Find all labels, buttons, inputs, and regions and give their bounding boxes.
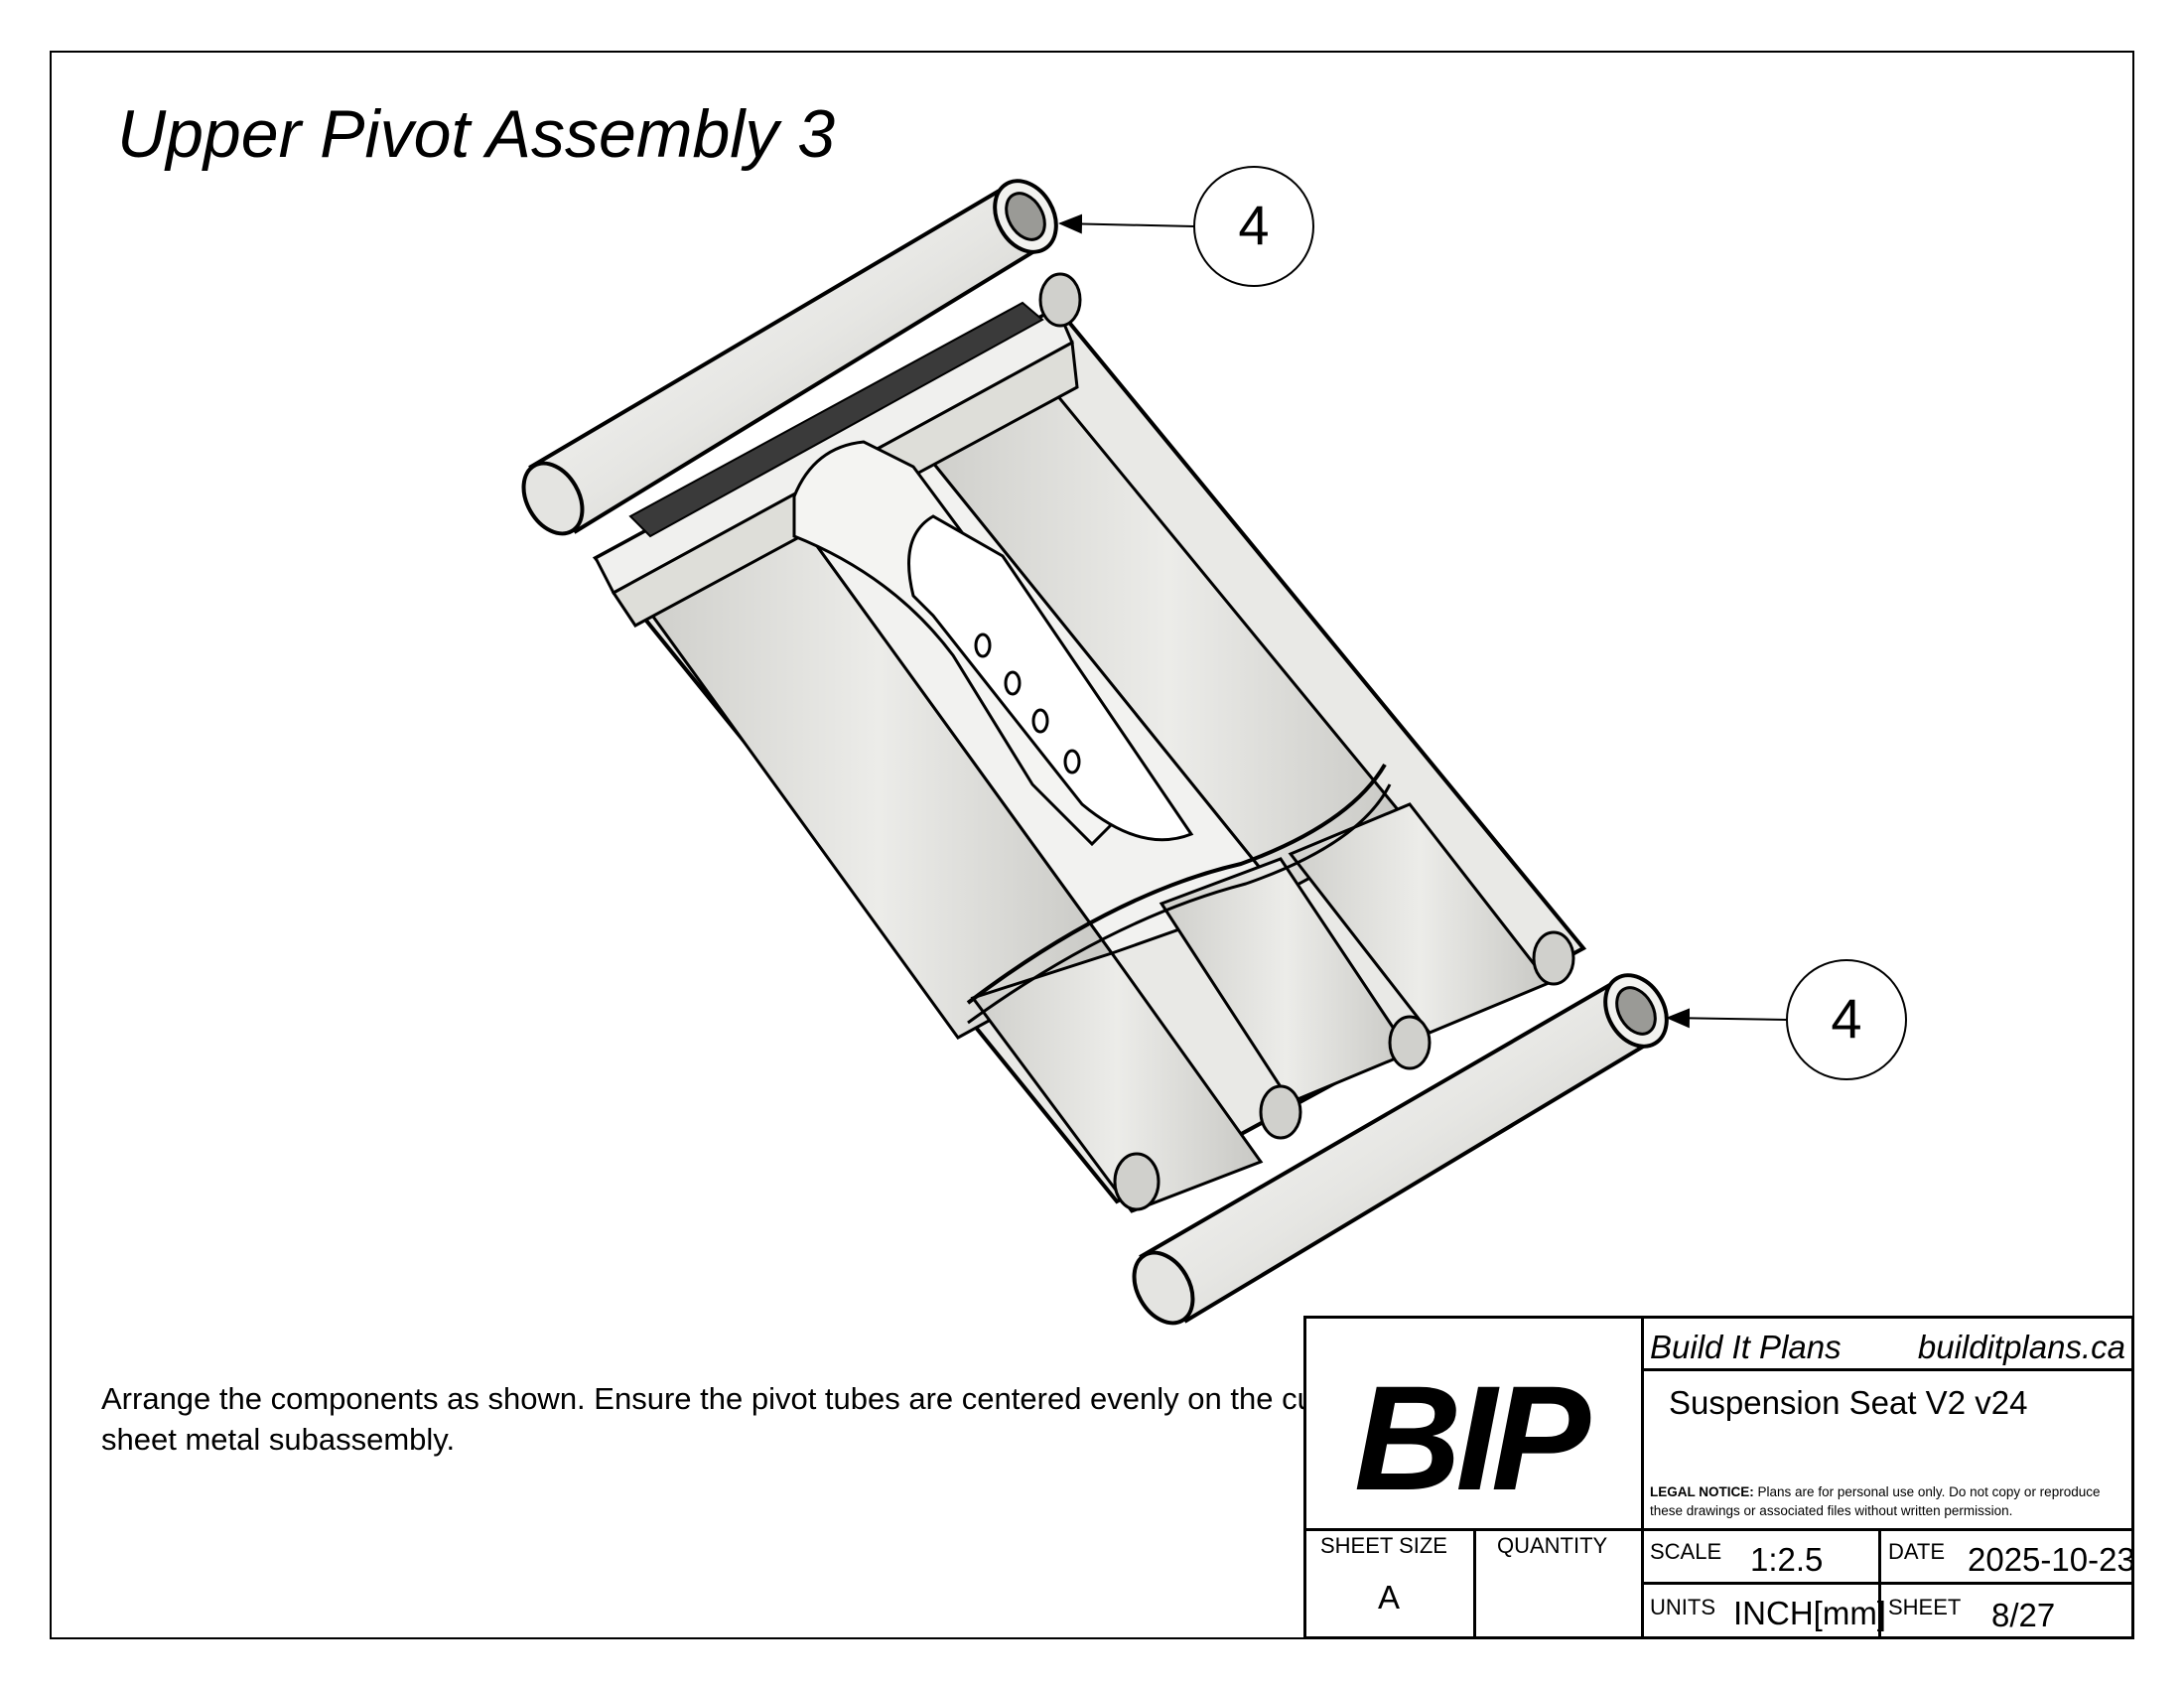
company-name: Build It Plans bbox=[1650, 1329, 1842, 1365]
sheet-metal-subassembly bbox=[592, 272, 1587, 1213]
drawing-border bbox=[50, 51, 2134, 1639]
drawing-title: Upper Pivot Assembly 3 bbox=[117, 96, 836, 172]
date-value: 2025-10-23 bbox=[1968, 1541, 2135, 1578]
units-label: UNITS bbox=[1650, 1595, 1715, 1619]
legal-notice: LEGAL NOTICE: Plans are for personal use… bbox=[1650, 1482, 2126, 1520]
legal-text: Plans are for personal use only. Do not … bbox=[1650, 1484, 2101, 1518]
callout-upper-label: 4 bbox=[1238, 194, 1269, 256]
callout-upper: 4 bbox=[1058, 166, 1314, 287]
title-block: BIP Build It Plans builditplans.ca Suspe… bbox=[1303, 1316, 2135, 1639]
project-name: Suspension Seat V2 v24 bbox=[1669, 1384, 2028, 1421]
scale-label: SCALE bbox=[1650, 1539, 1722, 1564]
callout-lower: 4 bbox=[1666, 959, 1907, 1080]
sheet-label: SHEET bbox=[1888, 1595, 1962, 1619]
scale-value: 1:2.5 bbox=[1750, 1541, 1824, 1578]
callout-lower-label: 4 bbox=[1831, 987, 1861, 1050]
pivot-tube-lower bbox=[1132, 973, 1669, 1326]
assembly-note: Arrange the components as shown. Ensure … bbox=[101, 1381, 1323, 1457]
sheet-size-value: A bbox=[1378, 1579, 1401, 1616]
quantity-label: QUANTITY bbox=[1497, 1533, 1608, 1558]
sheet-value: 8/27 bbox=[1991, 1597, 2056, 1633]
date-label: DATE bbox=[1888, 1539, 1946, 1564]
company-website: builditplans.ca bbox=[1917, 1329, 2125, 1365]
units-value: INCH[mm] bbox=[1733, 1595, 1886, 1631]
bip-logo: BIP bbox=[1354, 1354, 1590, 1521]
pivot-tube-upper bbox=[521, 179, 1058, 536]
sheet-size-label: SHEET SIZE bbox=[1320, 1533, 1447, 1558]
legal-heading: LEGAL NOTICE: bbox=[1650, 1484, 1754, 1499]
